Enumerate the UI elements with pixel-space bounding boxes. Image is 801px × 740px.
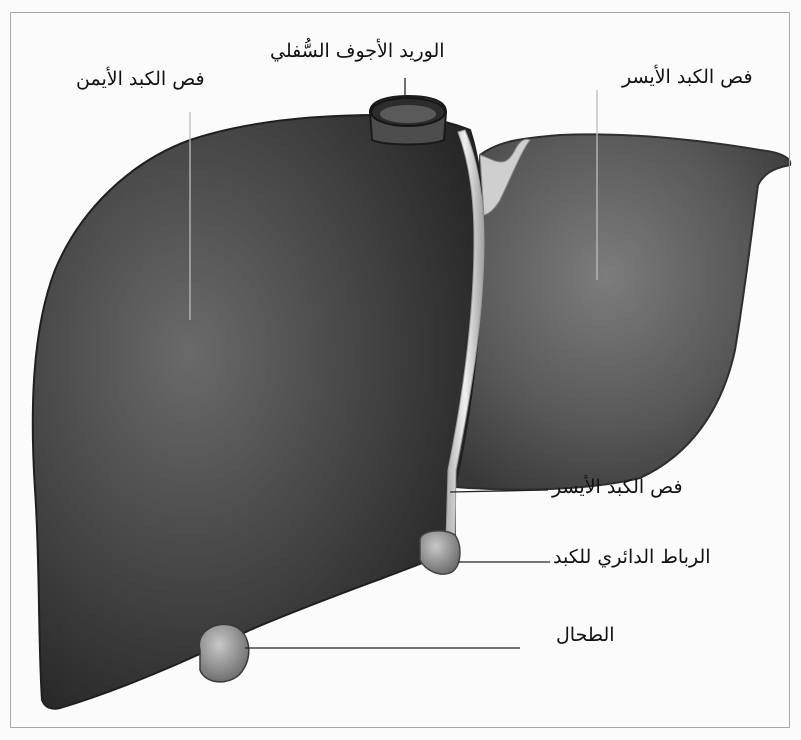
right-lobe-shape <box>33 115 482 709</box>
label-round-ligament: الرباط الدائري للكبد <box>553 548 711 567</box>
label-left-lobe-bottom: فص الكبد الأيسر <box>552 478 683 497</box>
round-ligament-shape <box>420 531 460 574</box>
inferior-vena-cava <box>370 96 446 145</box>
gallbladder-shape <box>199 624 248 681</box>
leader-left-lobe-bottom <box>450 490 548 492</box>
label-gallbladder: الطحال <box>556 626 615 645</box>
label-left-lobe-top: فص الكبد الأيسر <box>622 68 753 87</box>
label-right-lobe: فص الكبد الأيمن <box>76 70 205 89</box>
label-inferior-vena-cava: الوريد الأجوف السُّفلي <box>270 42 445 61</box>
